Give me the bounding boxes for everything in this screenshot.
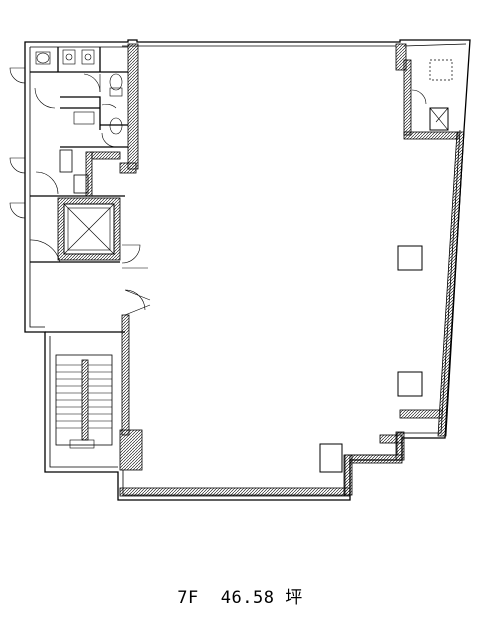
- floor-label: 7F: [177, 588, 199, 608]
- columns: [319, 245, 423, 473]
- area-value: 46.58: [220, 588, 275, 608]
- restroom-area: [30, 47, 128, 148]
- area-unit: 坪: [285, 588, 303, 608]
- hatched-walls: [119, 43, 465, 497]
- staircase: [55, 354, 113, 449]
- right-shaft: [411, 59, 453, 131]
- left-doors: [9, 67, 26, 219]
- floor-plan: [9, 39, 471, 501]
- elevator: [57, 197, 121, 261]
- floor-area-caption: 7F 46.58 坪: [0, 583, 480, 608]
- interior-doors: [30, 244, 151, 333]
